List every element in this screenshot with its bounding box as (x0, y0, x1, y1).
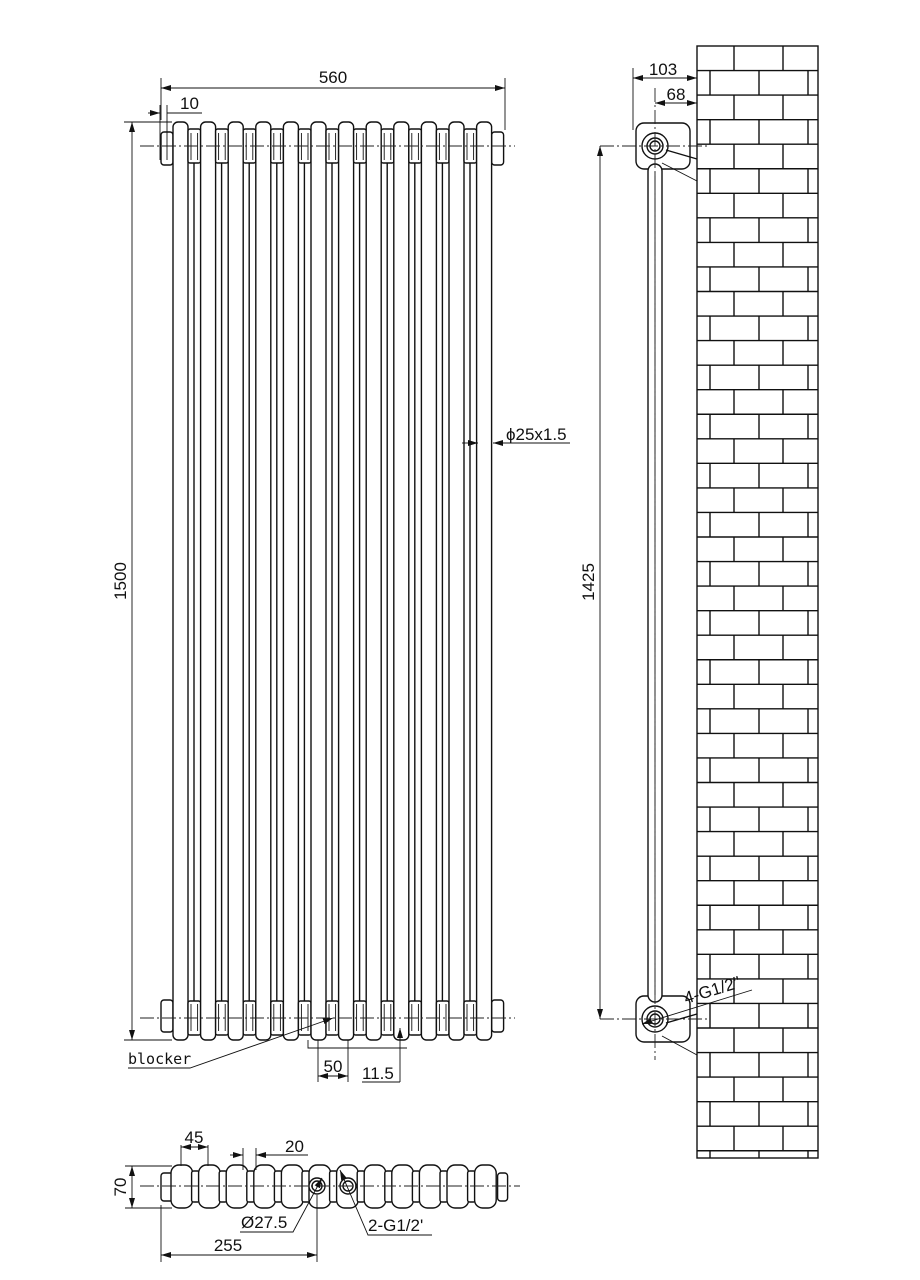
inset-dimension: 11.5 (362, 1064, 394, 1083)
column-top (280, 1164, 304, 1209)
column-top (170, 1164, 194, 1209)
radiator-column (282, 121, 300, 1041)
height-dimension: 1500 (111, 562, 130, 600)
radiator-column (255, 121, 272, 1041)
radiator-column (310, 121, 327, 1041)
gap-dimension: 20 (285, 1137, 304, 1156)
radiator-column (365, 121, 382, 1041)
column-top (197, 1164, 221, 1209)
end-cap (496, 1172, 509, 1202)
radiator-column (227, 121, 244, 1041)
top-dimensions: 45 20 70 Ø27.5 2-G1/2' 255 (111, 1128, 432, 1262)
offset-dimension: 10 (180, 94, 199, 113)
tube-spec-label: ϕ25x1.5 (506, 425, 567, 444)
column-top (446, 1164, 470, 1209)
thread-label: 2-G1/2' (368, 1216, 423, 1235)
spacing-dimension: 50 (324, 1057, 343, 1076)
column-top (363, 1164, 387, 1209)
column-top (225, 1164, 249, 1209)
front-view (140, 121, 515, 1041)
end-cap (160, 999, 174, 1033)
column-top (391, 1164, 415, 1209)
blocker-label: blocker (128, 1050, 191, 1068)
wall-outline (696, 45, 819, 1159)
column-top (418, 1164, 442, 1209)
pitch-dimension: 45 (185, 1128, 204, 1147)
radiator-column (448, 121, 465, 1041)
width-dimension: 560 (319, 68, 347, 87)
radiator-column (393, 121, 410, 1041)
centers-dimension: 1425 (579, 563, 598, 601)
depth-dimension: 103 (649, 60, 677, 79)
radiator-column (337, 121, 355, 1041)
end-cap (490, 999, 505, 1033)
top-view (140, 1164, 520, 1209)
radiator-column (199, 121, 217, 1041)
end-cap (490, 131, 505, 166)
wall-offset-dimension: 68 (667, 85, 686, 104)
brick-wall (696, 45, 819, 1159)
column-top (473, 1164, 497, 1209)
side-view: 103 68 1425 4-G1/2" (579, 45, 819, 1159)
front-dimensions: 560 10 1500 ϕ25x1.5 blocker 50 11.5 (111, 68, 570, 1083)
column-top (253, 1164, 277, 1209)
radiator-column (475, 121, 493, 1041)
depth-dimension-top: 70 (111, 1178, 130, 1197)
radiator-column (420, 121, 438, 1041)
pipe-diameter-label: Ø27.5 (241, 1213, 287, 1232)
position-dimension: 255 (214, 1236, 242, 1255)
radiator-column (172, 121, 189, 1041)
